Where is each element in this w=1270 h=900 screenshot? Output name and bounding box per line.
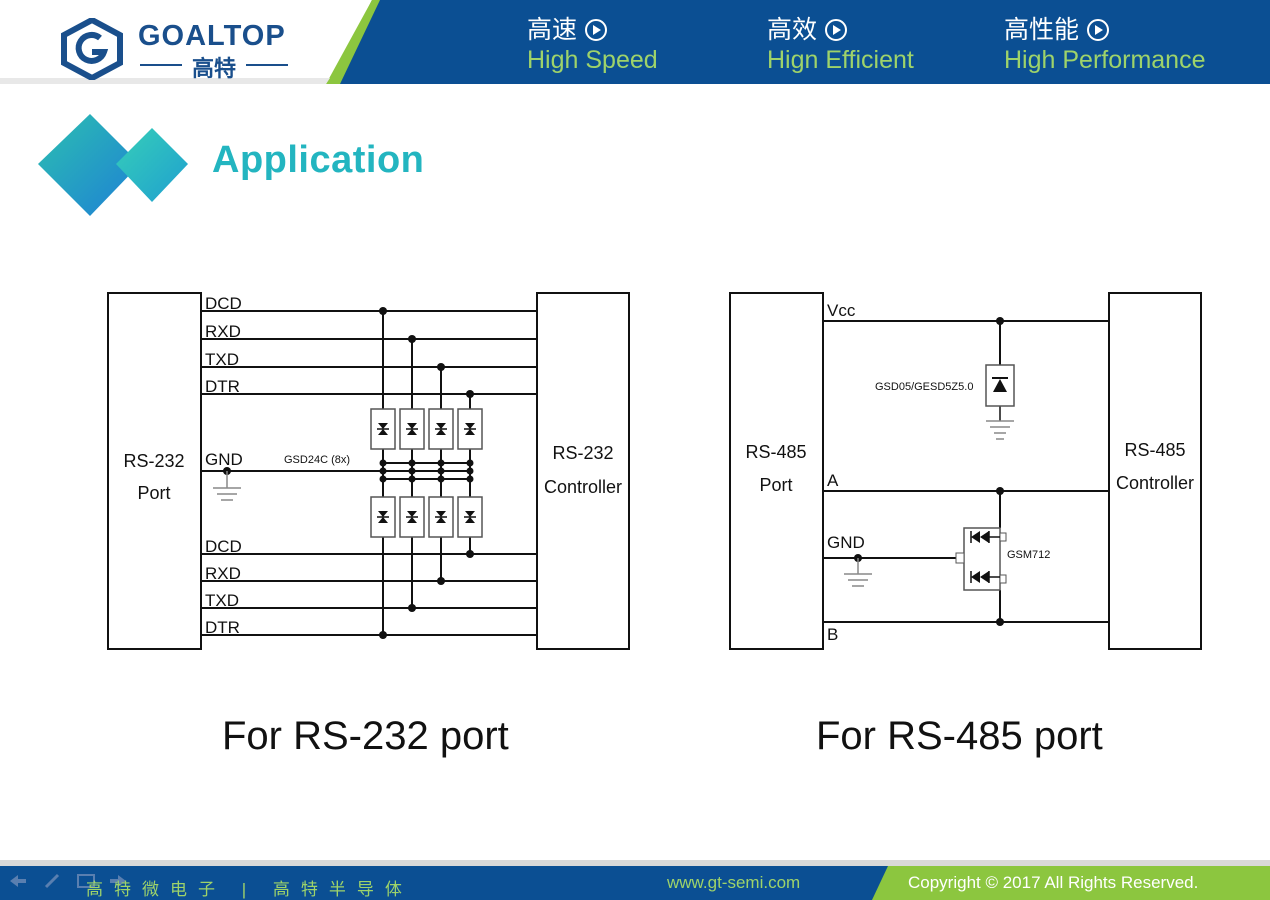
rs485-a-label: A xyxy=(827,471,839,490)
rs485-controller-box xyxy=(1108,292,1202,650)
rs232-caption: For RS-232 port xyxy=(222,714,509,758)
rs485-tvs-ab-label: GSM712 xyxy=(1007,549,1050,561)
rs232-signal-label: TXD xyxy=(205,591,239,610)
rs232-tvs-label: GSD24C (8x) xyxy=(284,454,350,466)
rs485-controller-label-2: Controller xyxy=(1116,473,1194,493)
rs232-gnd-label: GND xyxy=(205,450,243,469)
tvs-diode-gsm712 xyxy=(955,527,1007,591)
tvs-diode-array-bottom xyxy=(370,496,483,538)
footer-copyright: Copyright © 2017 All Rights Reserved. xyxy=(908,873,1199,892)
rs485-port-box xyxy=(729,292,824,650)
rs232-port-label-1: RS-232 xyxy=(123,451,184,471)
rs485-caption: For RS-485 port xyxy=(816,714,1103,758)
rs232-controller-label-2: Controller xyxy=(544,477,622,497)
slogan-en: Hign Efficient xyxy=(767,46,914,74)
rs232-diagram: RS-232 Port RS-232 Controller xyxy=(107,292,630,650)
play-circle-icon xyxy=(585,19,608,41)
pen-icon[interactable] xyxy=(44,873,60,889)
footer-nav-icons xyxy=(10,873,126,889)
rs232-signal-label: RXD xyxy=(205,322,241,341)
footer-url-link[interactable]: www.gt-semi.com xyxy=(667,873,801,892)
logo-subtext: 高特 xyxy=(191,56,236,81)
rs485-tvs-vcc-label: GSD05/GESD5Z5.0 xyxy=(875,381,973,393)
play-circle-icon xyxy=(825,19,848,41)
rs485-controller-label-1: RS-485 xyxy=(1124,440,1185,460)
tvs-diode-array-top xyxy=(370,408,483,450)
slogan-cn: 高性能 xyxy=(1004,16,1080,44)
logo-text: GOALTOP xyxy=(138,20,286,52)
rs232-signal-label: DCD xyxy=(205,294,242,313)
rs232-signal-label: DTR xyxy=(205,618,240,637)
rs485-port-label-1: RS-485 xyxy=(745,442,806,462)
rs232-junction-dots xyxy=(223,307,474,639)
menu-icon[interactable] xyxy=(77,874,95,888)
rs232-port-label-2: Port xyxy=(137,483,170,503)
slide-title: Application xyxy=(212,139,425,181)
back-arrow-icon[interactable] xyxy=(10,875,26,887)
footer-accent xyxy=(0,860,1270,900)
rs485-signal-lines xyxy=(823,320,1109,623)
tvs-diode-vcc xyxy=(985,364,1015,407)
rs232-signal-label: DTR xyxy=(205,377,240,396)
slogan-cn: 高效 xyxy=(767,16,818,44)
rs232-controller-box xyxy=(536,292,630,650)
ground-icon xyxy=(986,420,1014,440)
rs485-diagram: RS-485 Port RS-485 Controller xyxy=(729,292,1202,650)
play-circle-icon xyxy=(1087,19,1110,41)
slogan-cn: 高速 xyxy=(527,16,578,44)
slogan-en: High Speed xyxy=(527,46,658,74)
ground-icon xyxy=(844,558,872,587)
forward-arrow-icon[interactable] xyxy=(110,875,126,887)
slogan-en: High Performance xyxy=(1004,46,1206,74)
ground-icon xyxy=(213,471,241,501)
slogan-high-performance: 高性能 High Performance xyxy=(1004,14,1205,74)
goaltop-logo-icon xyxy=(61,18,123,80)
rs485-b-label: B xyxy=(827,625,838,644)
logo-subtext-rules xyxy=(140,64,288,66)
rs232-signal-label: RXD xyxy=(205,564,241,583)
rs232-controller-label-1: RS-232 xyxy=(552,443,613,463)
slogan-high-efficient: 高效 Hign Efficient xyxy=(767,14,914,74)
rs232-signal-label: TXD xyxy=(205,350,239,369)
rs232-signal-lines xyxy=(201,310,537,636)
rs485-vcc-label: Vcc xyxy=(827,301,856,320)
footer-company-names: 高特微电子 | 高特半导体 xyxy=(86,880,413,899)
rs232-signal-label: DCD xyxy=(205,537,242,556)
rs485-gnd-label: GND xyxy=(827,533,865,552)
slogan-high-speed: 高速 High Speed xyxy=(527,14,658,74)
diamond-decoration-icon xyxy=(38,114,188,216)
rs485-port-label-2: Port xyxy=(759,475,792,495)
rs232-port-box xyxy=(107,292,202,650)
